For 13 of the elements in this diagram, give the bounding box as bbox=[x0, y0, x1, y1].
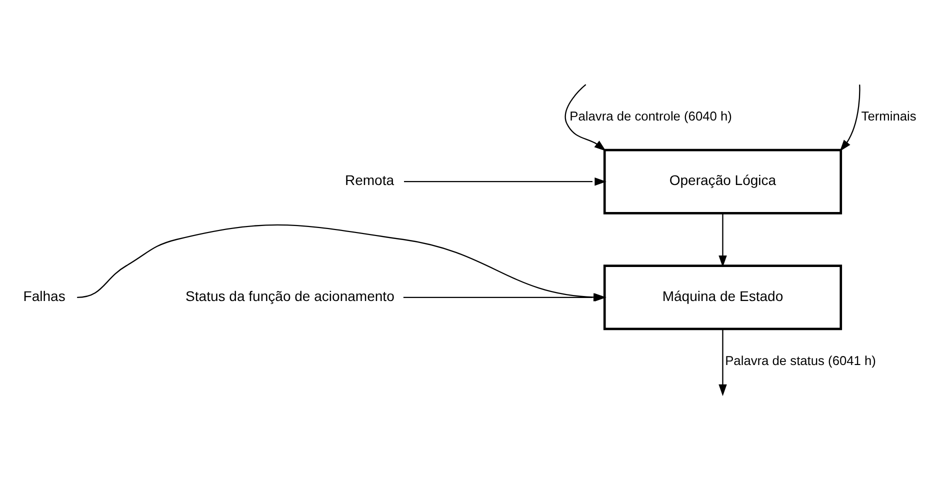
arrow bbox=[404, 178, 606, 186]
node-text: Status da função de acionamento bbox=[186, 288, 394, 304]
node-text: Falhas bbox=[23, 288, 66, 304]
edge-label: Palavra de controle (6040 h) bbox=[570, 108, 732, 124]
node-text: Remota bbox=[344, 172, 394, 188]
arrow bbox=[564, 84, 606, 152]
node-box: Máquina de Estado bbox=[603, 264, 842, 330]
arrow bbox=[840, 84, 860, 152]
edge-label: Terminais bbox=[861, 108, 916, 124]
edge-label: Palavra de status (6041 h) bbox=[725, 353, 876, 368]
node-box: Operação Lógica bbox=[603, 148, 842, 214]
arrow bbox=[718, 213, 727, 268]
arrow bbox=[718, 329, 727, 396]
